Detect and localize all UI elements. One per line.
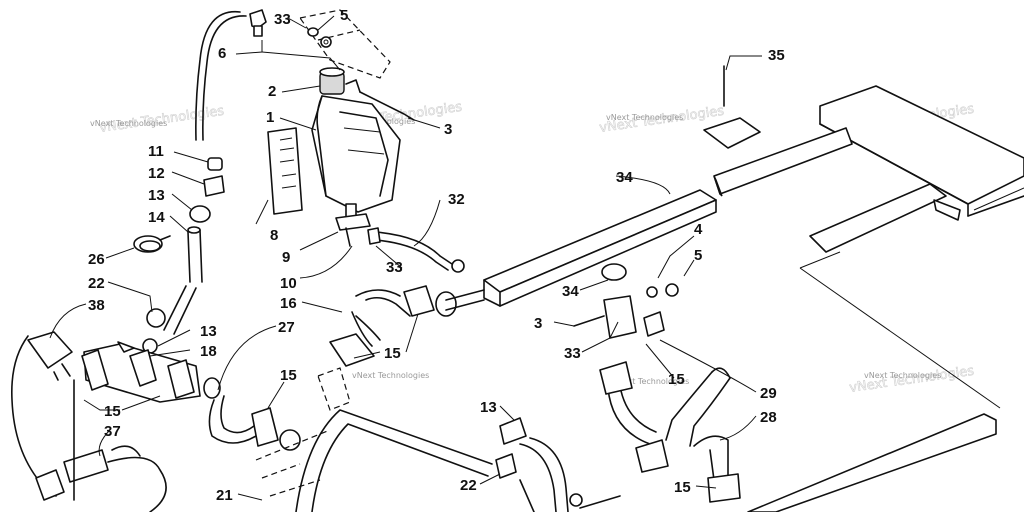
- callout-11: 11: [148, 143, 164, 160]
- callout-28: 28: [760, 409, 777, 426]
- callout-18: 18: [200, 343, 217, 360]
- leader-lines: [49, 15, 762, 501]
- callout-2: 2: [268, 83, 276, 100]
- callout-16: 16: [280, 295, 297, 312]
- callout-27: 27: [278, 319, 295, 336]
- callout-4: 5: [340, 7, 348, 24]
- hose-fittings: [187, 157, 225, 283]
- heat-exchanger: [445, 189, 717, 311]
- callout-15a: 15: [104, 403, 121, 420]
- callout-14: 14: [148, 209, 165, 226]
- callout-34: 34: [616, 169, 633, 186]
- callout-35: 35: [768, 47, 785, 64]
- vent-hose: [195, 11, 247, 141]
- callout-15e: 15: [674, 479, 691, 496]
- callout-22: 22: [88, 275, 105, 292]
- vent-fitting: [249, 9, 267, 37]
- watermark: vNext Technologies: [606, 113, 683, 122]
- decal: [267, 127, 303, 215]
- overflow-hose: [367, 227, 465, 273]
- tunnel-frame: [713, 85, 1024, 409]
- watermark: vNext Technologies: [352, 371, 429, 380]
- spring-clamp: [133, 235, 171, 253]
- callout-33: 34: [562, 283, 579, 300]
- callout-26: 26: [88, 251, 105, 268]
- mount-bolt: [703, 65, 761, 149]
- callout-31: 33: [386, 259, 403, 276]
- callout-3: 3: [444, 121, 452, 138]
- callout-21: 21: [216, 487, 233, 504]
- return-hoses: [599, 361, 741, 503]
- callout-15c: 15: [384, 345, 401, 362]
- callout-3b: 3: [534, 315, 542, 332]
- callout-6: 6: [218, 45, 226, 62]
- callout-4b: 4: [694, 221, 703, 238]
- watermark: vNext Technologies: [612, 377, 689, 386]
- heater-manifold: [73, 341, 221, 501]
- watermark: vNext Technologies: [864, 371, 941, 380]
- drain-valve: [335, 213, 371, 247]
- lower-hose: [142, 285, 197, 354]
- heater-hose: [208, 395, 301, 451]
- callout-5b: 5: [694, 247, 702, 264]
- callout-15d: 15: [668, 371, 685, 388]
- callout-32: 33: [564, 345, 581, 362]
- coolant-tank: [311, 67, 415, 219]
- callout-30: 32: [448, 191, 465, 208]
- callout-12: 12: [148, 165, 165, 182]
- callout-29: 29: [760, 385, 777, 402]
- callout-37: 37: [104, 423, 121, 440]
- callout-13: 13: [148, 187, 165, 204]
- callout-15b: 15: [280, 367, 297, 384]
- callout-8: 8: [270, 227, 278, 244]
- callout-5: 33: [274, 11, 291, 28]
- callout-labels: 33 5 6 2 1 3 8 9 10 32 33 11 12 13 14 26…: [88, 7, 785, 504]
- watermark: vNext Technologies: [90, 119, 167, 128]
- mount-bracket: [298, 9, 391, 79]
- callout-38: 38: [88, 297, 105, 314]
- heater-cord: [11, 331, 167, 512]
- callout-1: 1: [266, 109, 274, 126]
- thermostat-housing: [573, 263, 679, 339]
- callout-13b: 13: [200, 323, 217, 340]
- steering-frame: [255, 367, 621, 512]
- lower-plate: [747, 413, 997, 512]
- callout-9: 9: [282, 249, 290, 266]
- callout-22b: 22: [460, 477, 477, 494]
- callout-10: 10: [280, 275, 297, 292]
- callout-13c: 13: [480, 399, 497, 416]
